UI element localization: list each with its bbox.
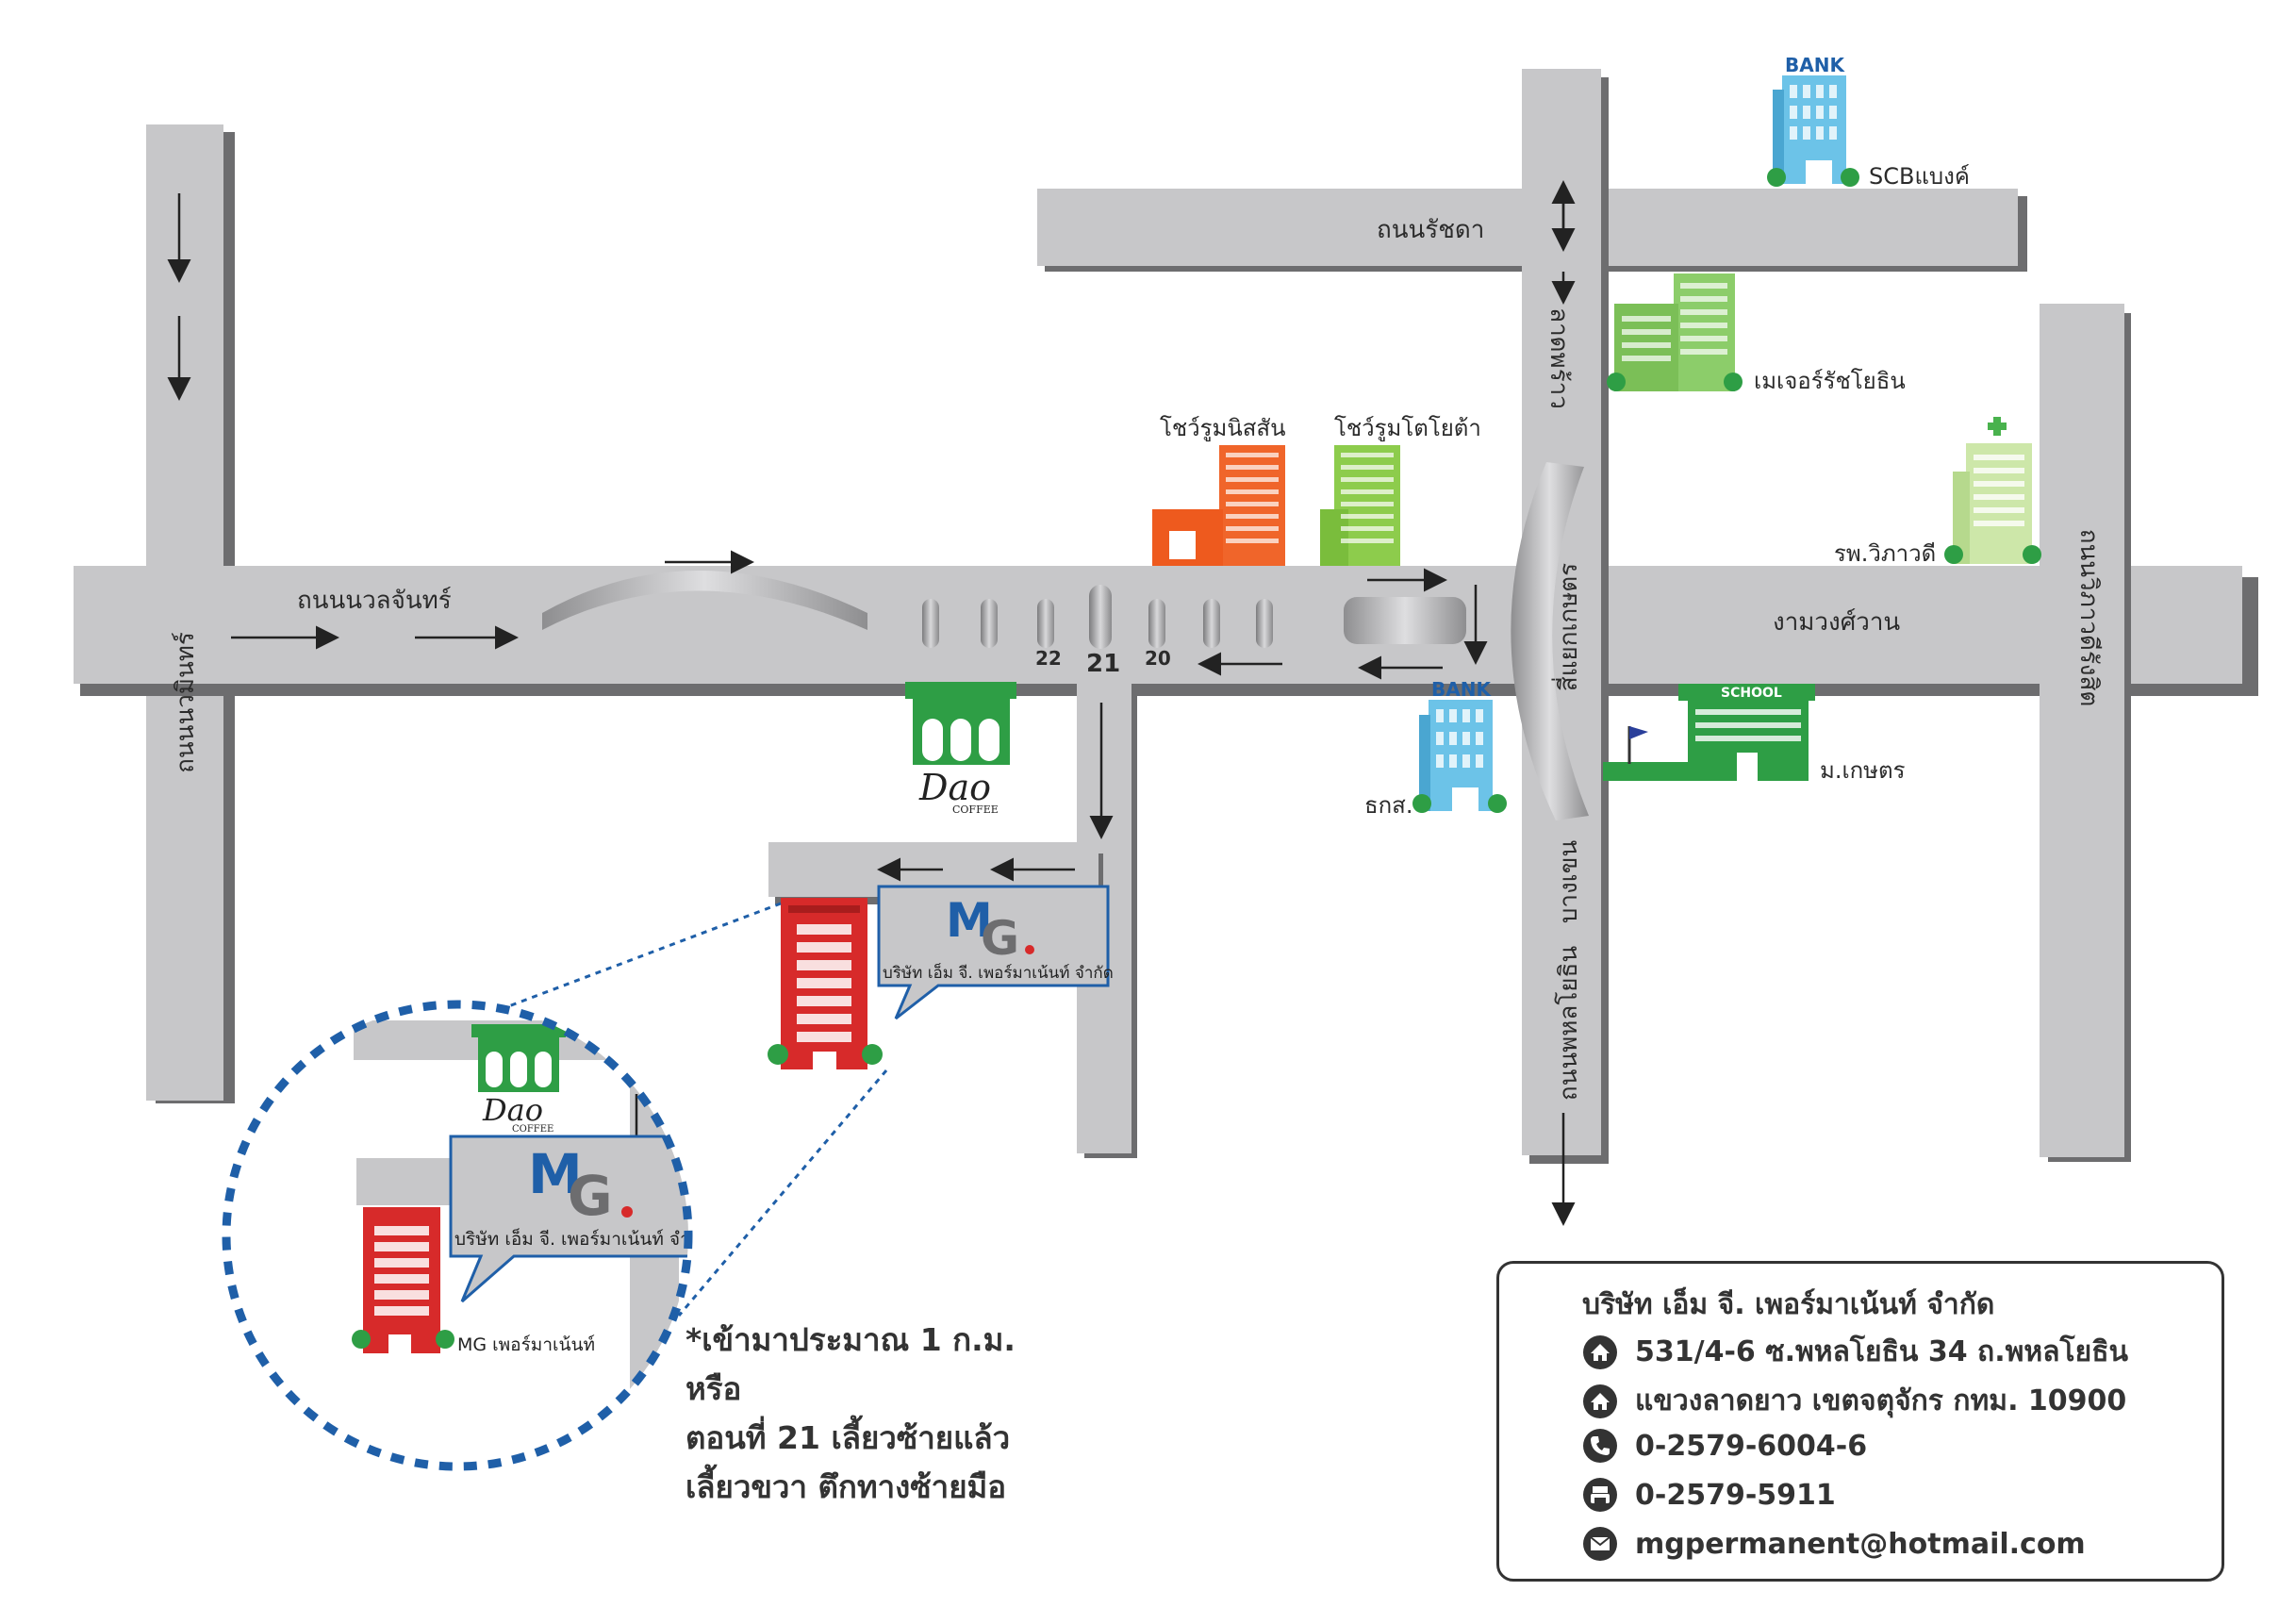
zoom-mg-building-label: MG เพอร์มาเน้นท์ <box>457 1334 595 1355</box>
soi-22-label: 22 <box>1035 647 1062 670</box>
scb-bank-sign: BANK <box>1785 54 1845 76</box>
contact-info-box: บริษัท เอ็ม จี. เพอร์มาเน้นท์ จำกัด 531/… <box>1496 1261 2224 1582</box>
home-icon <box>1583 1334 1617 1369</box>
roads <box>74 69 2258 1164</box>
major-label: เมเจอร์รัชโยธิน <box>1754 368 1906 394</box>
baac-bank-sign: BANK <box>1431 678 1492 701</box>
school-sign: SCHOOL <box>1721 686 1782 701</box>
mg-callout-company: บริษัท เอ็ม จี. เพอร์มาเน้นท์ จำกัด <box>883 962 1114 983</box>
scb-label: SCBแบงค์ <box>1869 163 1970 190</box>
contact-fax-row: 0-2579-5911 <box>1582 1477 1836 1513</box>
contact-company: บริษัท เอ็ม จี. เพอร์มาเน้นท์ จำกัด <box>1582 1288 1995 1321</box>
soi-20-label: 20 <box>1145 647 1171 670</box>
label-phahon-yothin: ถนนพหลโยธิน <box>1554 946 1583 1102</box>
contact-address-1: 531/4-6 ซ.พหลโยธิน 34 ถ.พหลโยธิน <box>1635 1335 2129 1368</box>
contact-email-row: mgpermanent@hotmail.com <box>1582 1526 2086 1562</box>
nissan-showroom-building <box>1152 445 1285 566</box>
pillars <box>922 585 1273 649</box>
mg-logo-g: G <box>981 911 1019 966</box>
email-icon <box>1583 1527 1617 1561</box>
home-icon <box>1583 1384 1617 1418</box>
note-line-2: ตอนที่ 21 เลี้ยวซ้ายแล้ว <box>685 1419 1011 1456</box>
hospital-building <box>1944 417 2041 564</box>
flyover <box>542 571 867 630</box>
kaset-flyover <box>1511 462 1589 820</box>
mg-callout: M G บริษัท เอ็ม จี. เพอร์มาเน้นท์ จำกัด <box>877 885 1114 1020</box>
directions-note: *เข้ามาประมาณ 1 ก.ม. หรือ ตอนที่ 21 เลี้… <box>685 1316 1082 1512</box>
dao-coffee-shop: Dao COFFEE <box>905 682 1016 816</box>
contact-address-row-1: 531/4-6 ซ.พหลโยธิน 34 ถ.พหลโยธิน <box>1582 1330 2128 1374</box>
fax-icon <box>1583 1478 1617 1512</box>
zoom-mg-logo-g: G <box>568 1164 613 1228</box>
contact-phone-row: 0-2579-6004-6 <box>1582 1428 1867 1464</box>
zoom-detail: Dao COFFEE M G บริษัท เอ็ม จี. เพอร์มาเน… <box>222 1000 713 1471</box>
note-line-1: *เข้ามาประมาณ 1 ก.ม. หรือ <box>685 1321 1016 1407</box>
contact-email[interactable]: mgpermanent@hotmail.com <box>1635 1527 2086 1561</box>
label-ngam-wong-wan: งามวงศ์วาน <box>1773 608 1900 637</box>
label-nuanchan: ถนนนวลจันทร์ <box>297 587 452 615</box>
major-cineplex-building <box>1607 273 1743 391</box>
label-nawamin: ถนนนวมินทร์ <box>172 632 200 773</box>
zoom-mg-company: บริษัท เอ็ม จี. เพอร์มาเน้นท์ จำกัด <box>454 1227 713 1250</box>
toyota-label: โชว์รูมโตโยต้า <box>1334 415 1481 442</box>
road-wiphawadi <box>2040 304 2124 1157</box>
mg-logo-m: M <box>946 893 993 948</box>
phone-icon <box>1583 1429 1617 1463</box>
label-lat-phrao: ลาดพร้าว <box>1544 307 1573 409</box>
label-wiphawadi: ถนนวิภาวดีรังสิต <box>2074 529 2103 707</box>
hospital-label: รพ.วิภาวดี <box>1834 540 1936 567</box>
school-building: SCHOOL <box>1603 684 1815 781</box>
zoom-mg-logo-m: M <box>528 1142 583 1206</box>
zoom-dao-logo: Dao <box>482 1092 543 1128</box>
scb-bank-building: BANK <box>1767 54 1859 187</box>
note-line-3: เลี้ยวขวา ตึกทางซ้ายมือ <box>685 1468 1007 1505</box>
label-bang-khen: บางเขน <box>1555 840 1583 923</box>
traffic-arrows <box>167 180 1576 1226</box>
zoom-dao-sub: COFFEE <box>512 1124 553 1135</box>
label-ratchada: ถนนรัชดา <box>1377 216 1484 244</box>
dao-coffee-logo: Dao <box>918 767 991 808</box>
baac-bank-building: BANK <box>1412 678 1507 813</box>
contact-address-row-2: แขวงลาดยาว เขตจตุจักร กทม. 10900 <box>1582 1379 2126 1423</box>
baac-label: ธกส. <box>1364 792 1412 819</box>
nissan-label: โชว์รูมนิสสัน <box>1160 415 1285 442</box>
label-kaset-intersection: สี่แยกเกษตร <box>1551 563 1583 691</box>
contact-fax: 0-2579-5911 <box>1635 1478 1836 1512</box>
contact-phone[interactable]: 0-2579-6004-6 <box>1635 1429 1868 1463</box>
soi-21-label: 21 <box>1086 650 1120 678</box>
contact-address-2: แขวงลาดยาว เขตจตุจักร กทม. 10900 <box>1635 1384 2127 1417</box>
mg-building <box>768 898 883 1069</box>
kasetsart-label: ม.เกษตร <box>1820 757 1906 784</box>
dao-coffee-sub: COFFEE <box>952 804 999 816</box>
underpass-tunnel <box>1344 597 1466 644</box>
toyota-showroom-building <box>1320 445 1400 566</box>
